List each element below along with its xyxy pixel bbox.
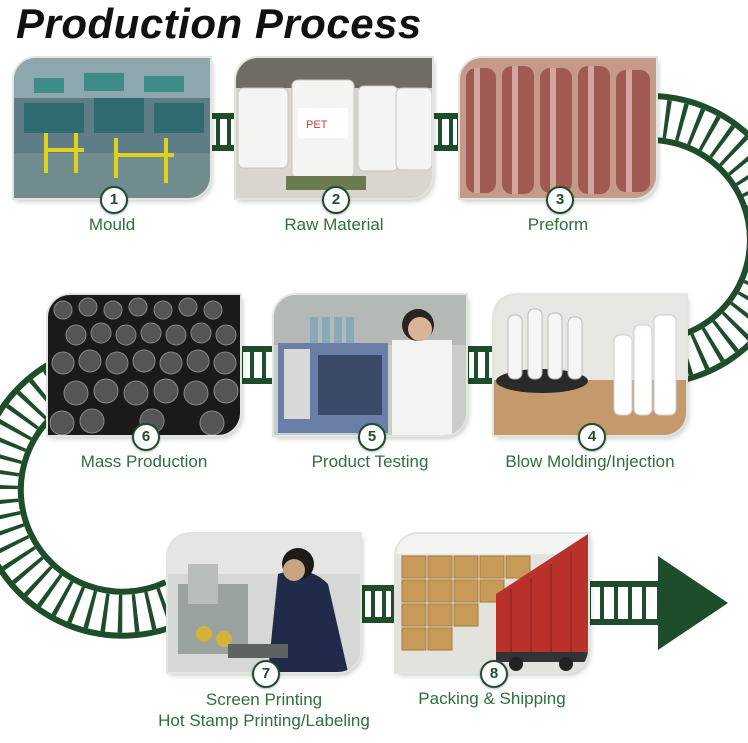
step-number: 4	[578, 423, 606, 451]
step-number: 7	[252, 660, 280, 688]
connector-1-2	[205, 113, 241, 151]
step-label: Packing & Shipping	[418, 689, 566, 708]
step-number: 6	[132, 423, 160, 451]
step-number: 8	[480, 660, 508, 688]
arrow-end	[585, 556, 728, 650]
step-label: Mould	[88, 215, 136, 234]
raw-material-photo: PET	[236, 58, 432, 198]
blow-molding-photo	[494, 295, 686, 435]
mass-production-photo	[48, 295, 240, 435]
step-label: Preform	[527, 215, 589, 234]
preform-photo	[460, 58, 656, 198]
step-label: Product Testing	[311, 452, 429, 471]
screen-printing-photo	[168, 534, 360, 672]
connector-2-3	[427, 113, 463, 151]
step-label: Raw Material	[284, 215, 384, 234]
step-number: 3	[546, 186, 574, 214]
step-label: Mass Production	[80, 452, 208, 471]
step-number: 1	[100, 186, 128, 214]
connector-7-8	[359, 585, 397, 623]
step-label: Screen Printing	[205, 690, 323, 709]
packing-shipping-photo	[396, 534, 588, 672]
step-number: 2	[322, 186, 350, 214]
product-testing-photo	[274, 295, 466, 435]
page-title: Production Process	[16, 0, 422, 47]
connector-5-4	[463, 346, 499, 384]
arc-right	[649, 93, 748, 387]
mould-photo	[14, 58, 210, 198]
step-label-secondary: Hot Stamp Printing/Labeling	[158, 711, 370, 730]
step-label: Blow Molding/Injection	[505, 452, 675, 471]
arc-left	[0, 355, 186, 639]
step-number: 5	[358, 423, 386, 451]
svg-text:PET: PET	[306, 119, 328, 131]
connector-6-5	[237, 346, 279, 384]
